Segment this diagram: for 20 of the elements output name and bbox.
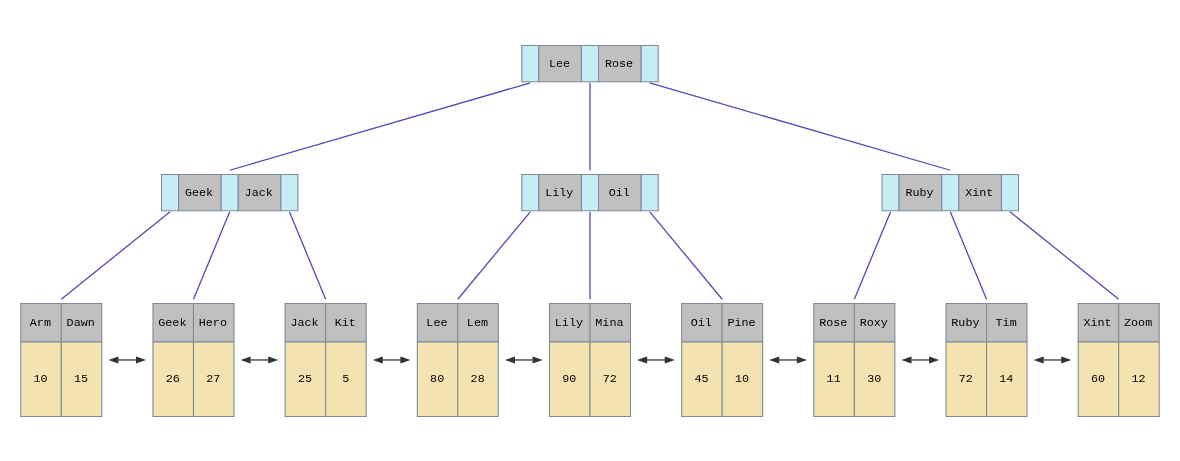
arrow [504, 355, 543, 363]
arrow [372, 355, 411, 363]
connector [457, 210, 531, 300]
connector [1009, 210, 1120, 300]
connector [288, 210, 327, 300]
arrow [901, 355, 940, 363]
connector [949, 210, 988, 300]
connector [60, 210, 171, 300]
arrow [240, 355, 279, 363]
connector [853, 210, 892, 300]
connector [229, 81, 531, 171]
arrow [769, 355, 807, 363]
connector [589, 210, 591, 300]
connector [589, 81, 591, 171]
arrow [637, 355, 675, 363]
arrow [108, 355, 147, 363]
connector [192, 210, 231, 300]
connector [649, 81, 951, 171]
connector [649, 210, 723, 300]
arrow [1033, 355, 1072, 363]
